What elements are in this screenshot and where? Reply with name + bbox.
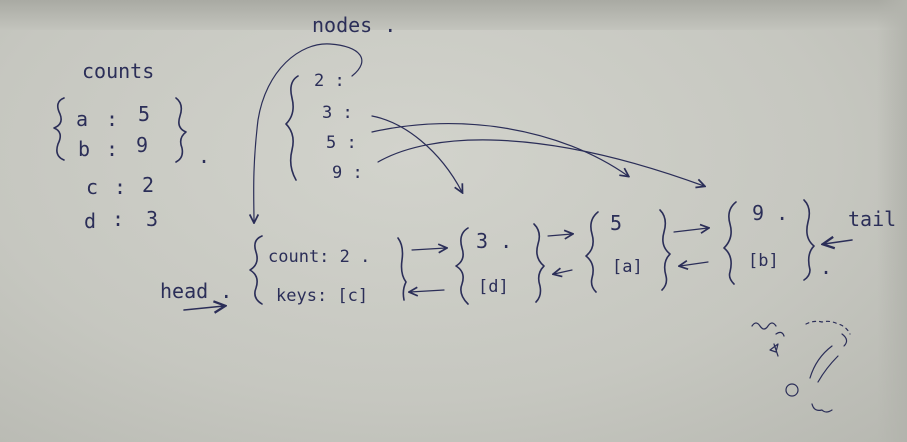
node-left-brace [585,211,599,293]
nodes-label: nodes . [312,13,396,37]
head-label: head . [160,279,232,303]
tail-label: tail . [848,207,907,231]
node-left-brace [455,227,469,305]
node-bottom-text: [b] [748,251,779,271]
list-node: 5 [a] [585,209,671,293]
counts-sep: : [112,207,124,231]
counts-entry: b : 9 [78,133,148,161]
counts-value: 9 [136,133,148,157]
node-dot: . [820,255,832,279]
list-node: 3 . [d] [455,223,545,305]
counts-entry: d : 3 [84,207,158,233]
node-left-brace [723,201,737,285]
counts-entry: c : 2 [86,173,154,199]
node-bottom-text: [a] [612,257,643,277]
counts-value: 3 [146,207,158,231]
nodes-left-brace [285,75,299,181]
node3-pointer-arrow [371,115,462,192]
counts-entry: a : 5 [76,102,150,131]
node-top-text: 9 . [752,201,788,225]
counts-key: a [76,107,88,131]
counts-sep: : [106,137,118,161]
next-arrow [547,234,572,236]
node-top-text: count: 2 . [268,247,370,267]
node-right-brace [803,199,815,281]
nodes-key: 3 : [322,103,353,123]
counts-key: d [84,209,96,233]
node2-to-head-arrow [254,43,363,222]
page-corner-shadow [877,0,907,442]
next-arrow [411,248,446,250]
counts-left-brace [53,97,65,161]
counts-key: b [78,137,90,161]
node-top-text: 3 . [476,229,512,253]
prev-arrow [554,270,573,274]
prev-arrow [410,290,445,292]
counts-label: counts [82,59,154,83]
counts-value: 2 [142,173,154,197]
nodes-key: 5 : [326,133,357,153]
node9-pointer-arrow [377,139,704,186]
nodes-key: 9 : [332,163,363,183]
node-bottom-text: keys: [c] [276,286,368,306]
prev-arrow [680,262,709,266]
nodes-key: 2 : [314,71,345,91]
counts-sep: : [114,175,126,199]
next-arrow [673,228,708,232]
scribble-doodle [751,320,851,413]
node5-pointer-arrow [371,122,628,176]
counts-key: c [86,175,98,199]
head-arrow [183,306,224,310]
node-right-brace [659,209,671,291]
counts-sep: : [106,107,118,131]
counts-value: 5 [138,102,150,126]
node-right-brace [397,237,407,301]
list-node: count: 2 . keys: [c] [249,235,407,306]
node-top-text: 5 [610,211,622,235]
node-right-brace [533,223,545,303]
node-left-brace [249,235,263,305]
page-crease [0,0,907,30]
tail-arrow [824,240,853,244]
node-bottom-text: [d] [478,277,509,297]
counts-dot: . [198,144,210,168]
list-node: 9 . [b] . [723,199,832,285]
counts-right-brace [175,97,187,163]
